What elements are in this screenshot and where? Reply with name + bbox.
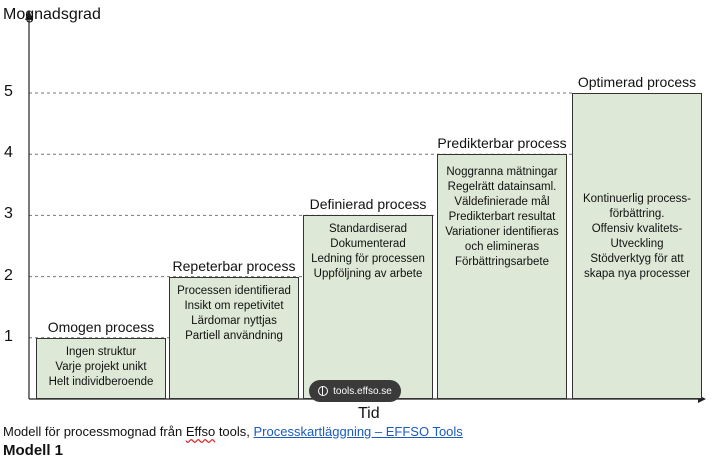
step-line: Insikt om repetivitet [184, 299, 284, 312]
step-line: Standardiserad [329, 223, 407, 236]
watermark-badge: tools.effso.se [309, 380, 401, 402]
step-line: Predikterbart resultat [448, 211, 556, 224]
model-heading: Modell 1 [3, 442, 64, 459]
step-line: Väldefinierade mål [454, 196, 550, 209]
step-line: skapa nya processer [583, 268, 691, 280]
y-tick-label-1: 1 [4, 327, 13, 345]
caption-brand: Effso [185, 424, 216, 439]
step-title-level-3: Definierad process [309, 196, 427, 213]
step-line: Dokumenterad [330, 238, 406, 251]
step-line: Utveckling [610, 238, 664, 250]
x-axis-title: Tid [358, 405, 380, 422]
step-line: förbättring. [609, 208, 665, 220]
step-line: Ingen struktur [65, 345, 137, 358]
step-line: Processen identifierad [177, 284, 291, 297]
step-line: Variationer identifieras [445, 226, 559, 239]
step-title-level-2: Repeterbar process [172, 257, 296, 274]
step-line: och elimineras [464, 241, 540, 254]
step-line: Ledning för processen [311, 253, 425, 266]
y-tick-label-5: 5 [4, 83, 13, 100]
figure-caption: Modell för processmognad från Effso tool… [3, 424, 463, 439]
caption-link[interactable]: Processkartläggning – EFFSO Tools [253, 424, 463, 439]
step-line: Stödverktyg för att [590, 253, 684, 265]
step-line: Regelrätt datainsaml. [447, 181, 557, 194]
caption-middle: tools, [215, 424, 254, 439]
step-line: Förbättringsarbete [455, 256, 549, 269]
watermark-text: tools.effso.se [333, 385, 392, 397]
y-tick-label-2: 2 [4, 266, 13, 284]
y-tick-label-3: 3 [4, 205, 13, 223]
step-title-level-1: Omogen process [47, 318, 155, 335]
caption-prefix: Modell för processmognad från [3, 424, 186, 439]
step-line: Helt individberoende [48, 375, 154, 388]
step-line: Noggranna mätningar [446, 166, 558, 179]
step-box-level-5: Kontinuerlig process-förbättring. Offensi… [572, 93, 702, 399]
globe-icon [318, 386, 329, 396]
y-tick-label-4: 4 [4, 144, 13, 162]
step-line: Offensiv kvalitets- [591, 223, 683, 235]
y-axis-arrow [25, 10, 33, 20]
step-title-level-4: Predikterbar process [437, 135, 567, 152]
step-line: Uppföljning av arbete [313, 268, 423, 281]
step-line: Lärdomar nyttjas [191, 314, 277, 327]
step-line: Varje projekt unikt [55, 360, 147, 373]
y-axis-title: Mognadsgrad [3, 6, 101, 23]
step-title-level-5: Optimerad process [577, 74, 697, 90]
step-line: Kontinuerlig process- [582, 193, 692, 205]
step-line: Partiell användning [185, 329, 283, 342]
